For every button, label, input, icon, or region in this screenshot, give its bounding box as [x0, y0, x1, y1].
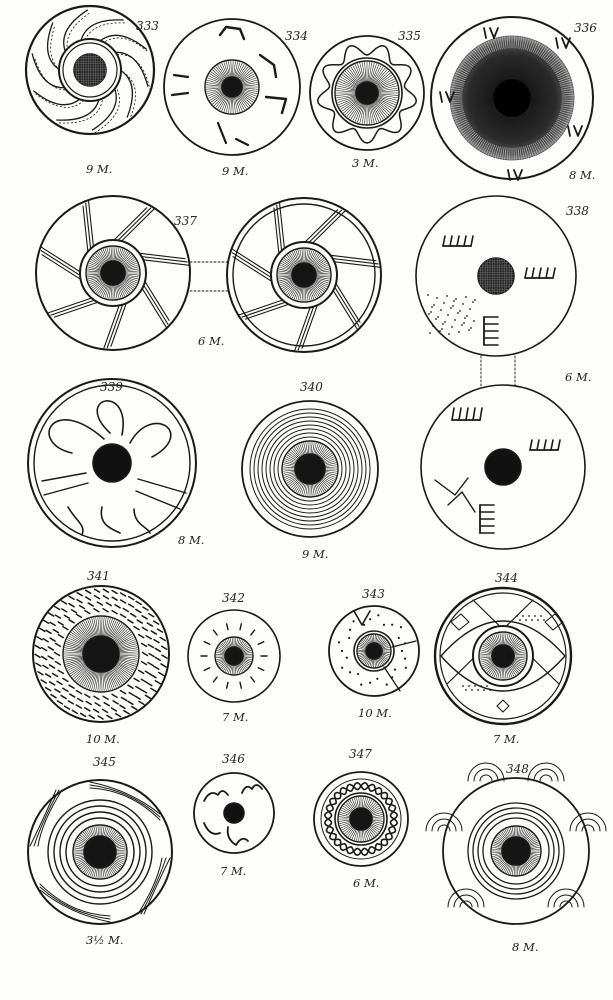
disc-345: [27, 779, 173, 925]
fig-346-number: 346: [222, 752, 245, 766]
fig-337-number: 337: [174, 214, 197, 228]
fig-340-depth: 9 M.: [302, 547, 329, 561]
disc-333: [24, 4, 156, 136]
fig-343-depth: 10 M.: [358, 706, 392, 720]
disc-347: [313, 771, 409, 867]
fig-348-number: 348: [506, 762, 529, 776]
disc-340: [241, 400, 379, 538]
fig-342-depth: 7 M.: [222, 710, 249, 724]
disc-343: [328, 605, 420, 697]
fig-339-number: 339: [100, 380, 123, 394]
disc-344: [433, 586, 573, 726]
disc-337b: [226, 197, 382, 353]
fig-341-number: 341: [87, 569, 110, 583]
fig-344-number: 344: [495, 571, 518, 585]
disc-348: [425, 762, 607, 925]
disc-336: [430, 16, 594, 181]
disc-337a: [35, 195, 191, 351]
fig-336-number: 336: [574, 21, 597, 35]
fig-338-number: 338: [566, 204, 589, 218]
fig-341-depth: 10 M.: [86, 732, 120, 746]
fig-337-depth: 6 M.: [198, 334, 225, 348]
disc-337-connector: [189, 261, 229, 292]
fig-335-depth: 3 M.: [352, 156, 379, 170]
fig-338-depth: 6 M.: [565, 370, 592, 384]
fig-346-depth: 7 M.: [220, 864, 247, 878]
fig-344-depth: 7 M.: [493, 732, 520, 746]
disc-346: [193, 772, 275, 854]
disc-342: [187, 609, 281, 703]
disc-338a: [415, 195, 577, 357]
fig-342-number: 342: [222, 591, 245, 605]
fig-348-depth: 8 M.: [512, 940, 539, 954]
fig-345-depth: 3½ M.: [86, 933, 124, 947]
disc-335: [309, 35, 425, 151]
disc-338b: [420, 384, 586, 550]
fig-347-depth: 6 M.: [353, 876, 380, 890]
fig-334-number: 334: [285, 29, 308, 43]
fig-345-number: 345: [93, 755, 116, 769]
fig-333-depth: 9 M.: [86, 162, 113, 176]
disc-341: [32, 585, 170, 723]
fig-340-number: 340: [300, 380, 323, 394]
disc-334: [163, 18, 301, 156]
fig-347-number: 347: [349, 747, 372, 761]
fig-334-depth: 9 M.: [222, 164, 249, 178]
disc-338-connector: [480, 355, 516, 387]
fig-339-depth: 8 M.: [178, 533, 205, 547]
fig-333-number: 333: [136, 19, 159, 33]
disc-339: [27, 378, 197, 548]
fig-336-depth: 8 M.: [569, 168, 596, 182]
fig-343-number: 343: [362, 587, 385, 601]
fig-335-number: 335: [398, 29, 421, 43]
